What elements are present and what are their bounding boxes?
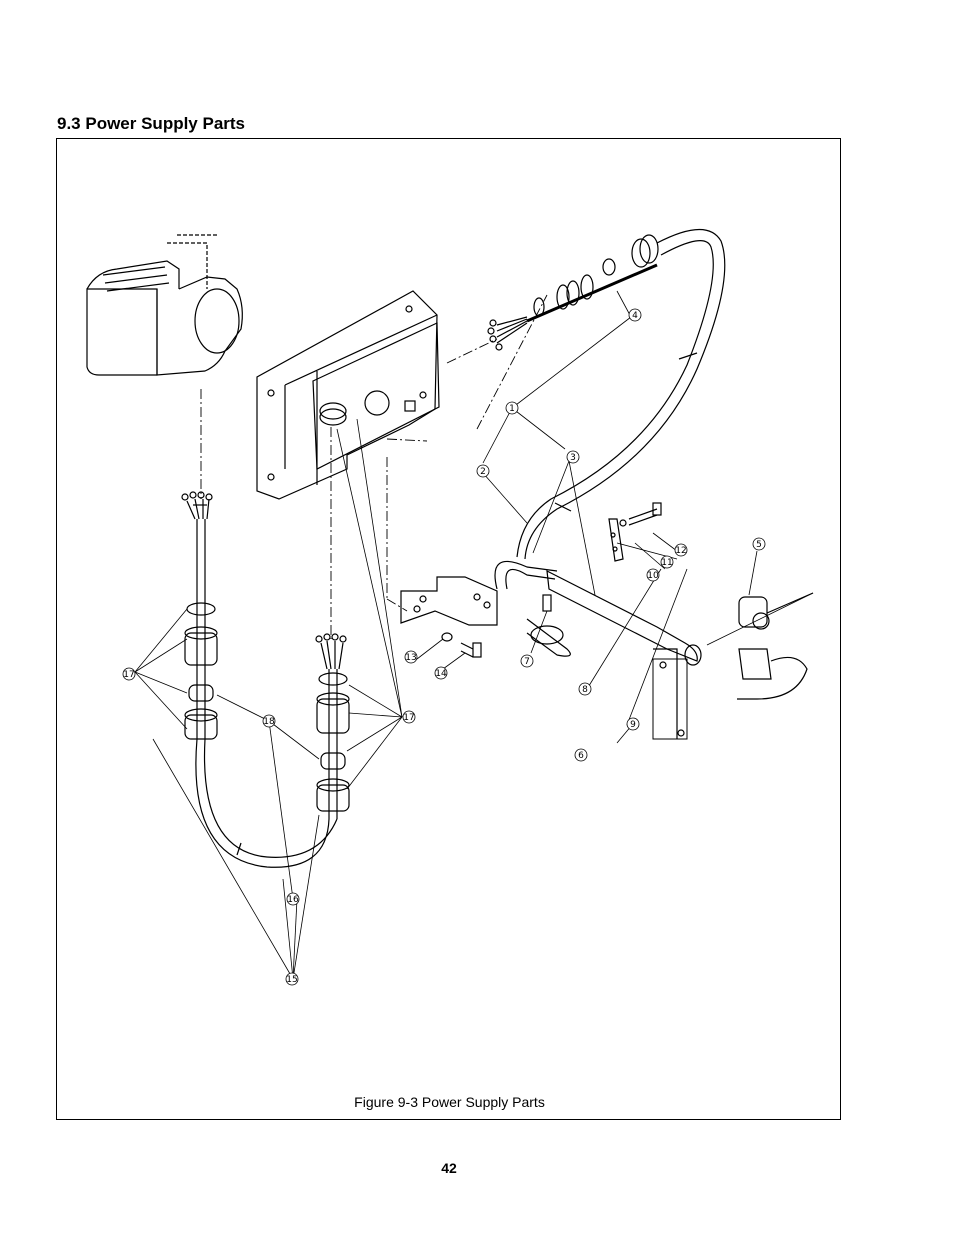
callout-label: 13 [405,653,416,663]
section-title: 9.3 Power Supply Parts [57,114,246,133]
support-assembly [494,560,702,740]
callout-label: 1 [509,404,515,414]
callout-label: 8 [582,685,588,695]
figure-caption: Figure 9-3 Power Supply Parts [354,1094,545,1110]
callout-label: 15 [286,975,297,985]
figure-frame: 1 2 3 4 5 6 7 8 9 10 11 12 13 14 15 16 1… [56,138,841,1120]
exploded-parts-diagram: 1 2 3 4 5 6 7 8 9 10 11 12 13 14 15 16 1… [86,228,814,986]
callout-label: 18 [263,717,275,727]
top-cable-glands [533,234,659,317]
callout-label: 14 [435,669,447,679]
motor-housing-drawing [86,234,243,376]
callout-label: 10 [647,571,659,581]
left-cable-assembly [181,491,218,740]
leader-lines [134,290,758,980]
wire-leads-top [487,263,658,351]
callout-label: 17 [403,713,414,723]
clamp-block [737,592,814,700]
top-conduit [516,228,726,560]
callout-label: 6 [578,751,584,761]
bottom-conduit [195,738,338,868]
callout-label: 12 [675,546,686,556]
right-cable-assembly [315,633,350,819]
junction-box-drawing [256,290,440,500]
callout-label: 4 [632,311,638,321]
callout-markers: 1 2 3 4 5 6 7 8 9 10 11 12 13 14 15 16 1… [122,308,766,986]
bolt-bracket [608,502,662,562]
screw-washer [441,632,482,658]
callout-label: 16 [287,895,299,905]
mounting-bracket [400,576,498,626]
page-number: 42 [441,1160,457,1176]
alignment-lines [200,294,548,639]
callout-label: 11 [661,558,672,568]
callout-label: 9 [630,720,636,730]
callout-label: 7 [524,657,530,667]
callout-label: 17 [123,670,134,680]
callout-label: 2 [480,467,486,477]
callout-label: 3 [570,453,576,463]
callout-label: 5 [756,540,762,550]
